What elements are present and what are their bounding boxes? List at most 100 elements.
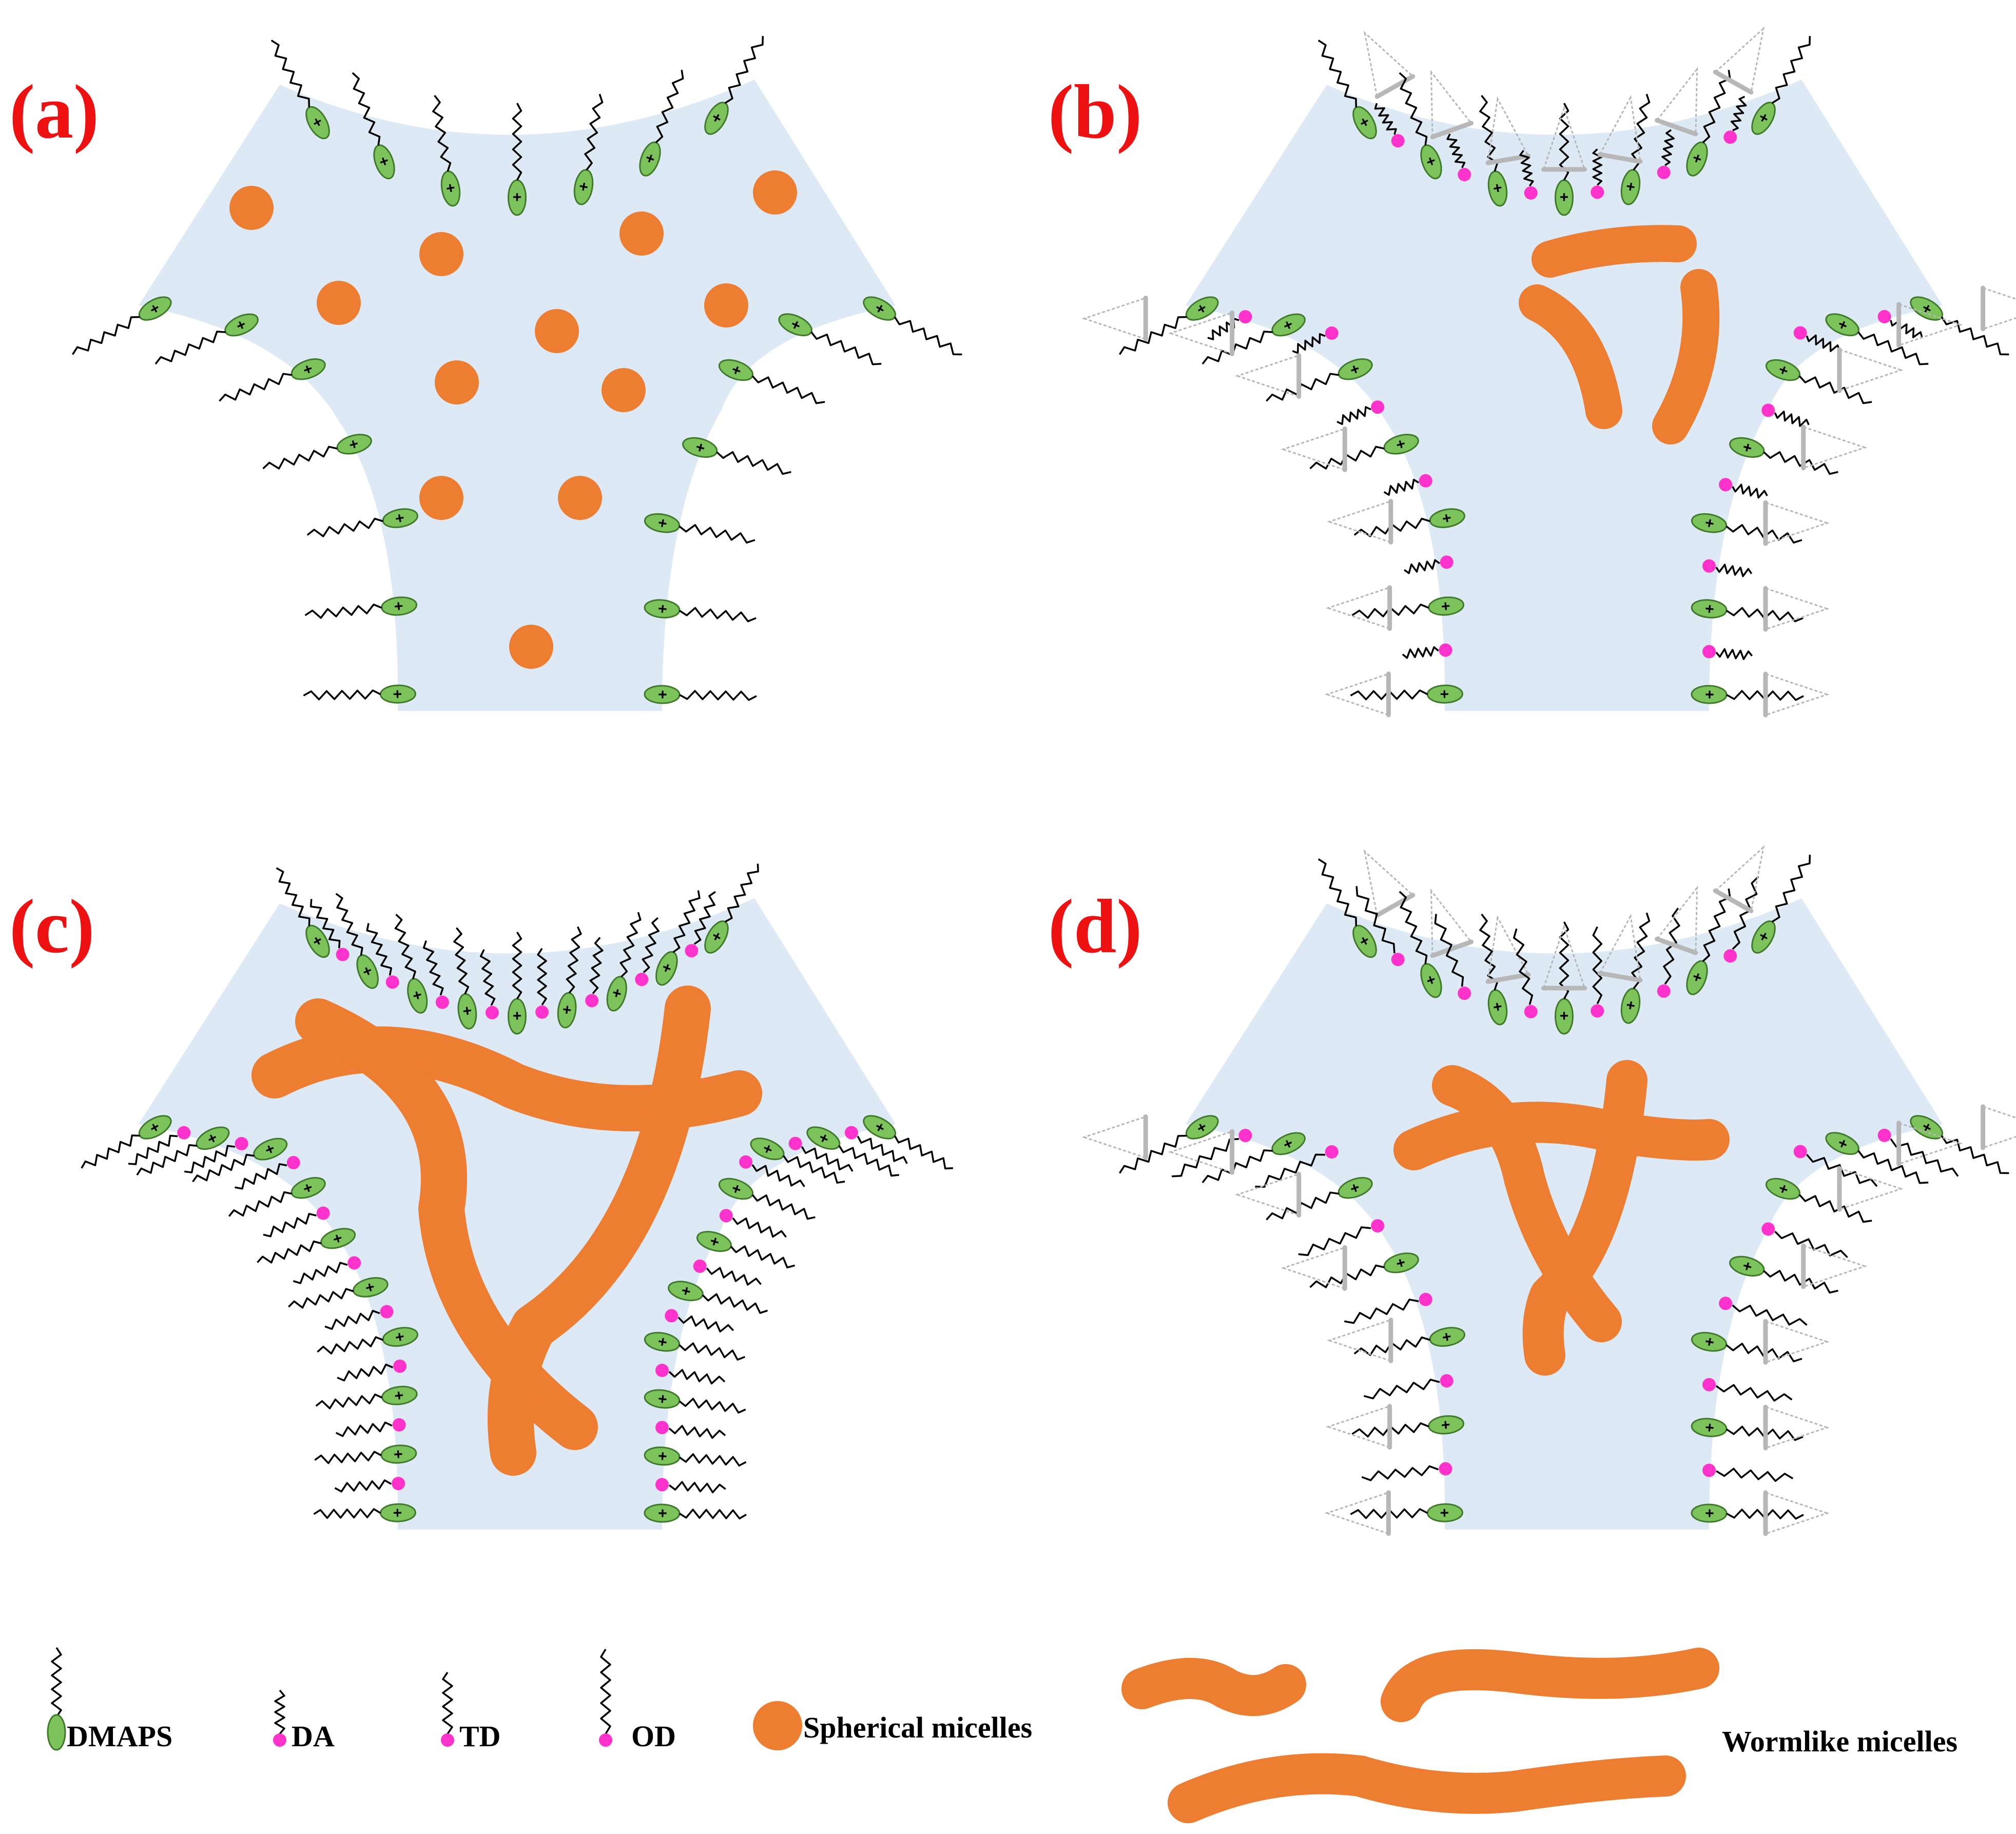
- dmaps-molecule: +: [1686, 889, 1731, 995]
- hydrophobic-tail: [306, 517, 383, 537]
- zwitterion-head: [1352, 924, 1377, 958]
- dmaps-molecule: +: [1691, 1503, 1804, 1523]
- charge-symbol: +: [1700, 1336, 1719, 1348]
- additive-molecule: [293, 1256, 361, 1284]
- packing-wedge: [1168, 312, 1233, 355]
- dmaps-molecule: +: [1620, 93, 1651, 205]
- additive-head: [1524, 1005, 1538, 1018]
- charge-symbol: +: [1436, 689, 1453, 699]
- charge-symbol: +: [653, 1336, 672, 1348]
- wormlike-micelle: [1532, 225, 1697, 278]
- hydrophobic-tail: [679, 607, 757, 623]
- zwitterion-head: [382, 1327, 418, 1347]
- hydrophobic-tail: [1702, 889, 1731, 962]
- wormlike-micelle: [1519, 284, 1622, 429]
- additive-head: [685, 944, 699, 958]
- zwitterion-head: [196, 1126, 230, 1150]
- additive-tail: [1255, 1153, 1326, 1188]
- charge-symbol: +: [1438, 1331, 1457, 1343]
- spherical-micelle: [535, 309, 579, 353]
- charge-symbol: +: [1437, 601, 1455, 612]
- charge-symbol: +: [462, 1002, 473, 1020]
- additive-head: [1440, 1374, 1453, 1388]
- additive-tail: [1715, 1468, 1794, 1482]
- additive-head: [435, 995, 449, 1009]
- zwitterion-head: [382, 508, 418, 528]
- additive-molecule: [337, 1359, 407, 1382]
- dmaps-molecule: +: [1765, 359, 1872, 404]
- additive-molecule: [1519, 150, 1538, 200]
- additive-head: [1391, 134, 1405, 148]
- hydrophobic-tail: [810, 331, 882, 365]
- legend: DMAPS DA TD OD Spherical micelles Wormli…: [47, 1647, 1957, 1823]
- zwitterion-head: [224, 313, 259, 337]
- dmaps-molecule: +: [639, 70, 684, 177]
- dmaps-molecule: +: [1350, 1503, 1463, 1522]
- dmaps-molecule: +: [1266, 358, 1373, 402]
- additive-head: [235, 1137, 248, 1151]
- additive-molecule: [1402, 643, 1452, 659]
- zwitterion-head: [644, 685, 681, 704]
- panel-label-d: (d): [1048, 884, 1142, 969]
- hydrophobic-tail: [1399, 891, 1428, 964]
- dmaps-molecule: +: [1729, 1256, 1838, 1294]
- dmaps-molecule: +: [1317, 858, 1377, 958]
- icon-tail: [51, 1647, 62, 1717]
- long-chain-surfactant-icon: [599, 1649, 612, 1747]
- additive-head: [1702, 1378, 1716, 1392]
- spherical-micelle: [753, 170, 797, 215]
- additive-head: [1439, 1462, 1452, 1476]
- icon-tail: [600, 1649, 611, 1734]
- additive-head: [1877, 1128, 1891, 1142]
- zwitterion-head: [704, 102, 729, 135]
- zwitterion-head: [644, 1389, 681, 1409]
- additive-tail: [263, 1213, 317, 1238]
- charge-symbol: +: [654, 1509, 671, 1518]
- panel-label-b: (b): [1048, 69, 1142, 155]
- dmaps-molecule: +: [1825, 313, 1929, 365]
- charge-symbol: +: [389, 1508, 406, 1517]
- dmaps-molecule: +: [778, 313, 882, 365]
- wedge-cap: [1485, 972, 1531, 984]
- hydrophobic-tail: [894, 316, 962, 356]
- dmaps-molecule: +: [704, 863, 759, 954]
- hydrophobic-tail: [1201, 1149, 1273, 1184]
- additive-molecule: [1513, 928, 1538, 1018]
- additive-head: [286, 1156, 300, 1170]
- packing-wedge: [1325, 1405, 1391, 1449]
- zwitterion-head: [305, 924, 330, 958]
- packing-wedge: [1838, 1167, 1904, 1211]
- zwitterion-head: [644, 1503, 681, 1523]
- dmaps-molecule: +: [1309, 1252, 1419, 1288]
- additive-molecule: [655, 1478, 726, 1494]
- additive-tail: [1732, 876, 1759, 950]
- hydrophobic-tail: [72, 316, 140, 355]
- hydrophobic-tail: [1702, 70, 1731, 143]
- packing-wedge: [1898, 303, 1963, 346]
- charge-symbol: +: [1491, 179, 1503, 198]
- hydrophobic-tail: [679, 1509, 747, 1520]
- wedge-cap: [1655, 936, 1698, 955]
- wedge-cap: [1597, 971, 1643, 983]
- additive-head: [739, 1155, 753, 1169]
- dmaps-molecule: +: [644, 1331, 746, 1361]
- additive-head: [347, 1256, 361, 1270]
- dmaps-molecule: +: [394, 914, 428, 1014]
- additive-molecule: [693, 1259, 762, 1286]
- dmaps-molecule: +: [317, 1327, 418, 1355]
- legend-label-dmaps: DMAPS: [67, 1720, 172, 1753]
- charge-symbol: +: [653, 604, 671, 614]
- dmaps-molecule: +: [1266, 1177, 1373, 1221]
- dmaps-molecule: +: [668, 1281, 768, 1314]
- spherical-micelle-icon: [753, 1701, 802, 1750]
- additive-tail: [293, 1262, 348, 1284]
- packing-wedge: [1765, 1405, 1830, 1450]
- zwitterion-head: [353, 1277, 389, 1298]
- dmaps-molecule: +: [1765, 1177, 1872, 1223]
- additive-molecule: [1761, 403, 1810, 427]
- hydrophobic-tail: [679, 1342, 746, 1361]
- dmaps-molecule: +: [644, 599, 757, 623]
- additive-head: [1524, 186, 1538, 200]
- spherical-micelle: [317, 281, 361, 325]
- dmaps-molecule: +: [315, 1385, 418, 1410]
